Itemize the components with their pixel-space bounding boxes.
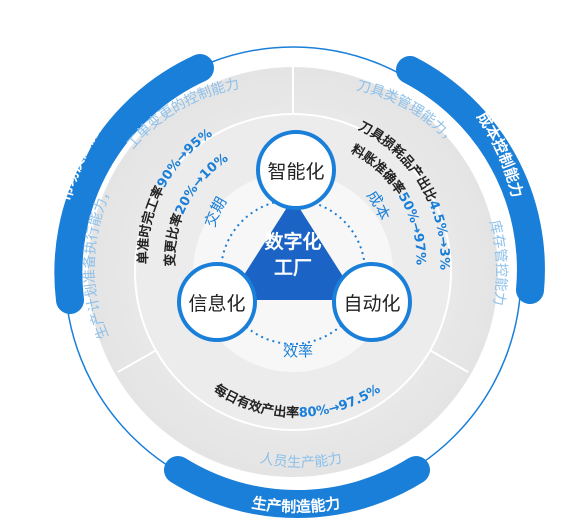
node-left: 信息化	[177, 262, 257, 342]
outer-arcs	[54, 46, 545, 518]
outer-label-bottom: 生产制造能力	[251, 494, 342, 516]
node-right: 自动化	[332, 262, 412, 342]
outer-arc-right	[396, 56, 545, 304]
center-title-line2: 工厂	[274, 257, 312, 279]
outer-arc-left	[54, 54, 214, 314]
node-top: 智能化	[256, 130, 336, 210]
ring-label-bottom: 人员生产能力	[259, 450, 344, 471]
node-right-label: 自动化	[343, 293, 400, 315]
node-top-label: 智能化	[267, 161, 324, 183]
center-triangle	[228, 198, 358, 300]
node-left-label: 信息化	[188, 293, 245, 315]
center-title-line1: 数字化	[264, 230, 321, 253]
outer-arc-bottom	[164, 456, 430, 518]
edge-bottom-label: 效率	[283, 342, 313, 360]
